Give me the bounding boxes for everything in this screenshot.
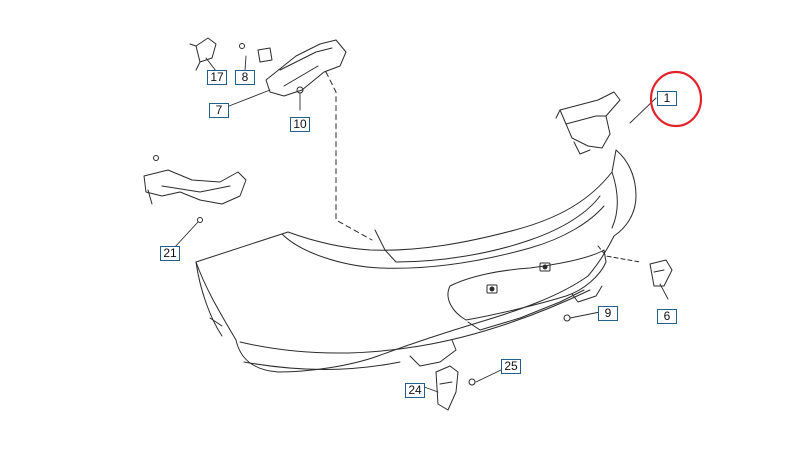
upper-mounting-bracket	[189, 37, 347, 97]
callout-part-6[interactable]: 6	[657, 309, 677, 324]
callout-part-21[interactable]: 21	[160, 246, 180, 261]
left-side-bracket	[143, 155, 247, 223]
tow-hook-cover	[649, 259, 673, 287]
callout-part-9[interactable]: 9	[598, 306, 618, 321]
bumper-cover	[195, 149, 637, 373]
right-side-bracket	[555, 91, 621, 155]
assembly-reference-line	[325, 71, 373, 241]
lower-center-bracket	[435, 365, 476, 411]
callout-part-24[interactable]: 24	[405, 383, 425, 398]
callout-part-7[interactable]: 7	[209, 103, 229, 118]
screw-part-9	[563, 314, 571, 322]
callout-part-8[interactable]: 8	[235, 70, 255, 85]
callout-part-10[interactable]: 10	[290, 117, 310, 132]
callout-part-17[interactable]: 17	[207, 70, 227, 85]
callout-part-1[interactable]: 1	[657, 91, 677, 106]
callout-part-25[interactable]: 25	[501, 359, 521, 374]
highlight-circle	[649, 70, 703, 128]
leader-lines	[173, 55, 669, 393]
